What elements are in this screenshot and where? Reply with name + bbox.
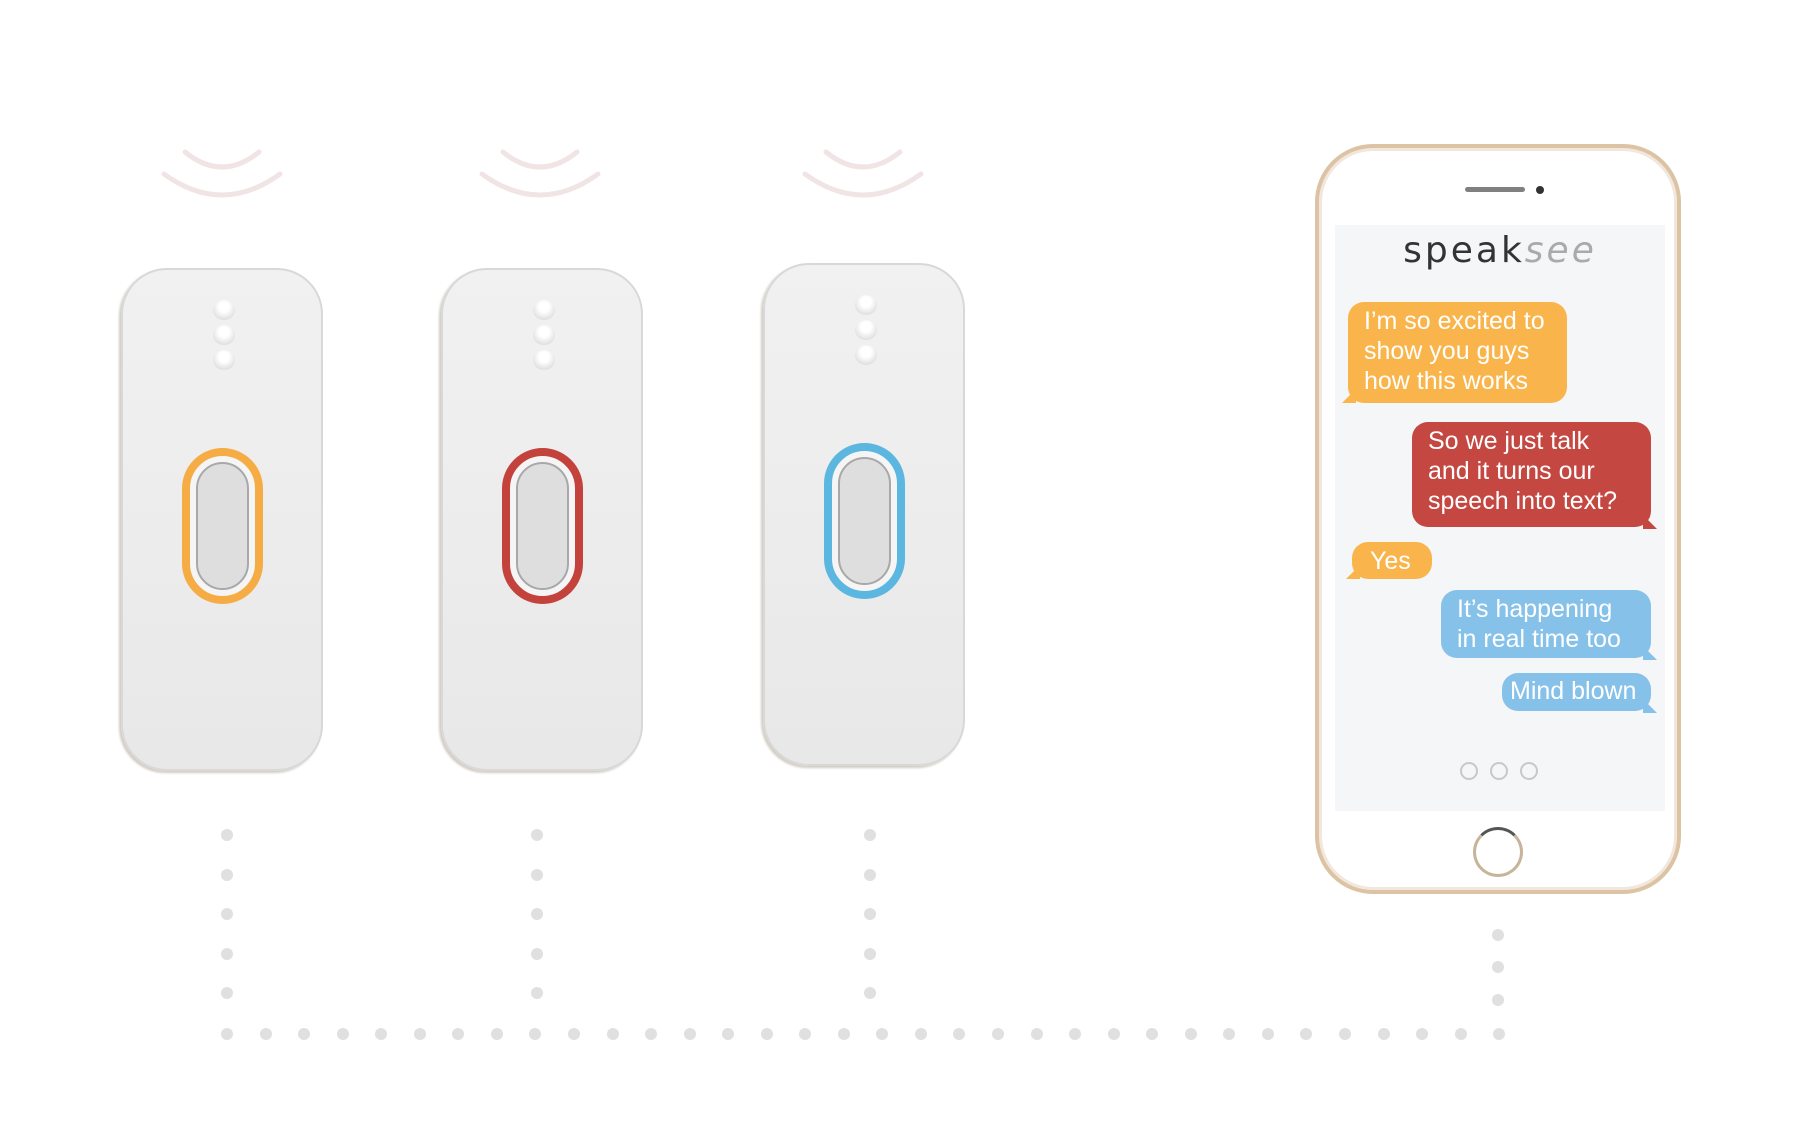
connection-dot (221, 829, 233, 841)
connection-dot (531, 947, 543, 960)
connection-dot (1338, 1028, 1351, 1040)
message-bubble: Mind blown (1502, 673, 1657, 713)
connection-dot (259, 1028, 272, 1040)
connection-dot (375, 1028, 388, 1040)
connection-dot (221, 1028, 233, 1040)
connection-dot (1030, 1028, 1043, 1040)
red-device (441, 268, 643, 771)
indicator-light (533, 300, 555, 320)
indicator-light (855, 345, 877, 365)
connection-dot (760, 1028, 773, 1040)
connection-dot (336, 1028, 349, 1040)
connection-dot (953, 1028, 966, 1040)
connection-dot (864, 987, 876, 999)
connection-dot (864, 908, 876, 920)
connection-dot (529, 1028, 542, 1040)
connection-dot (221, 868, 233, 881)
device-button[interactable] (182, 448, 263, 604)
connection-dot (864, 829, 876, 841)
connection-dot (298, 1028, 311, 1040)
connection-dot (864, 947, 876, 960)
connection-dot (413, 1028, 426, 1040)
connection-dot (1146, 1028, 1159, 1040)
typing-indicator-dot (1520, 762, 1538, 780)
connection-dot (531, 987, 543, 999)
app-logo: speaksee (1403, 230, 1597, 271)
camera-icon (1536, 186, 1544, 194)
home-button[interactable] (1473, 827, 1523, 877)
indicator-light (855, 320, 877, 340)
connection-dot (452, 1028, 465, 1040)
orange-device (121, 268, 323, 771)
connection-dot (1416, 1028, 1429, 1040)
connection-dot (799, 1028, 812, 1040)
connection-dot (1300, 1028, 1313, 1040)
blue-device (763, 263, 965, 766)
connection-dot (1069, 1028, 1082, 1040)
typing-indicator-dot (1490, 762, 1508, 780)
connection-dot (531, 829, 543, 841)
connection-dot (837, 1028, 850, 1040)
connection-dot (864, 868, 876, 881)
device-button[interactable] (824, 443, 905, 599)
connection-dot (1377, 1028, 1390, 1040)
message-bubble: It’s happening in real time too (1441, 590, 1657, 660)
connection-dot (1107, 1028, 1120, 1040)
connection-dot (1492, 929, 1504, 941)
connection-dot (606, 1028, 619, 1040)
indicator-light (533, 325, 555, 345)
connection-dot (1454, 1028, 1467, 1040)
phone-speaker (1465, 187, 1525, 192)
connection-dot (914, 1028, 927, 1040)
indicator-light (213, 325, 235, 345)
indicator-light (213, 350, 235, 370)
indicator-light (533, 350, 555, 370)
connection-dot (992, 1028, 1004, 1040)
connection-dot (645, 1028, 658, 1040)
sound-wave-icon (161, 149, 283, 198)
connection-dot (1492, 994, 1504, 1006)
connection-dot (722, 1028, 735, 1040)
message-bubble: I’m so excited to show you guys how this… (1342, 302, 1567, 403)
device-button[interactable] (502, 448, 583, 604)
connection-dot (876, 1028, 889, 1040)
indicator-light (855, 295, 877, 315)
connection-dot (1493, 1028, 1506, 1040)
sound-wave-icon (479, 149, 601, 198)
connection-dot (1492, 961, 1504, 973)
sound-wave-icon (802, 149, 924, 198)
message-bubble: So we just talk and it turns our speech … (1412, 422, 1657, 529)
connection-dot (221, 947, 233, 960)
message-bubble: Yes (1346, 542, 1432, 579)
connection-dot (531, 908, 543, 920)
connection-dot (1184, 1028, 1197, 1040)
indicator-light (213, 300, 235, 320)
connection-dot (567, 1028, 580, 1040)
typing-indicator-dot (1460, 762, 1478, 780)
connection-dot (1223, 1028, 1236, 1040)
connection-dot (221, 908, 233, 920)
connection-dot (221, 987, 233, 999)
connection-dot (1261, 1028, 1274, 1040)
connection-dot (490, 1028, 503, 1040)
connection-dot (683, 1028, 696, 1040)
connection-dot (531, 868, 543, 881)
